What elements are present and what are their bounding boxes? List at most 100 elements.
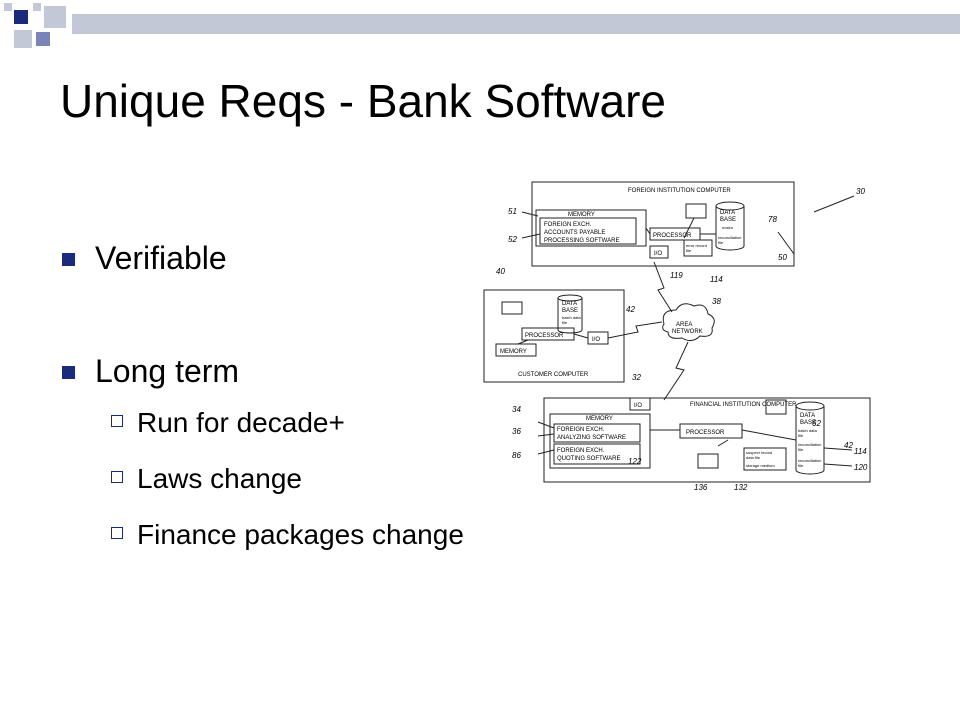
terminal-icon	[685, 203, 707, 219]
foreign-software-line: ACCOUNTS PAYABLE	[544, 230, 605, 236]
ref-number: 42	[844, 441, 853, 450]
ref-number: 122	[628, 457, 642, 466]
ref-number: 32	[632, 373, 641, 382]
header-bar	[72, 14, 960, 34]
financial-db-small: file	[798, 447, 804, 452]
financial-title-label: FINANCIAL INSTITUTION COMPUTER	[690, 402, 797, 408]
bullet-text: Verifiable	[95, 240, 227, 276]
sub-bullet-item: Run for decade+	[60, 395, 464, 451]
foreign-io-label: I/O	[654, 251, 662, 257]
financial-suspect-box	[743, 447, 787, 471]
ref-number: 114	[854, 447, 867, 456]
patent-diagram: FOREIGN INSTITUTION COMPUTER MEMORY FORE…	[483, 181, 871, 492]
deco-square	[33, 3, 41, 11]
customer-memory-box	[495, 343, 537, 357]
header-decoration	[0, 0, 960, 60]
financial-processor-label: PROCESSOR	[686, 430, 725, 436]
deco-square	[4, 3, 12, 11]
bullet-text: Long term	[95, 353, 240, 389]
financial-suspect-file: suspect record	[746, 450, 772, 455]
bullet-item: Long term	[60, 351, 464, 391]
financial-quoting-line: FOREIGN EXCH.	[557, 448, 605, 454]
customer-db-small: batch data	[562, 315, 581, 320]
foreign-computer-box	[531, 181, 795, 267]
ref-number: 52	[508, 235, 517, 244]
foreign-db-small: reconciliation	[718, 235, 741, 240]
bullet-item: Verifiable	[60, 238, 464, 278]
customer-computer-box	[483, 289, 625, 383]
network-label: AREA	[676, 322, 692, 328]
ref-number: 51	[508, 207, 517, 216]
bullet-square-icon	[62, 366, 75, 379]
foreign-db-label: DATA	[720, 210, 735, 216]
financial-analyzing-box	[553, 423, 641, 443]
ref-number: 50	[778, 253, 787, 262]
financial-suspect-file: data file	[746, 455, 761, 460]
financial-analyzing-line: FOREIGN EXCH.	[557, 427, 605, 433]
foreign-io-box	[649, 245, 669, 259]
financial-storage-label: storage medium	[746, 463, 775, 468]
deco-square	[36, 32, 50, 46]
financial-processor-box	[679, 423, 743, 439]
foreign-database-cylinder	[715, 206, 745, 251]
financial-io-box	[629, 397, 651, 411]
financial-db-label: DATA	[800, 413, 815, 419]
ref-number: 40	[496, 267, 505, 276]
foreign-title-label: FOREIGN INSTITUTION COMPUTER	[628, 188, 731, 194]
ref-number: 132	[734, 483, 748, 492]
deco-square	[44, 6, 66, 28]
financial-quoting-box	[553, 443, 641, 465]
bullet-list: Verifiable Long term Run for decade+ Law…	[60, 238, 464, 563]
customer-db-label: BASE	[562, 308, 578, 314]
ref-number: 120	[854, 463, 868, 472]
network-link	[663, 341, 689, 401]
foreign-software-line: FOREIGN EXCH.	[544, 222, 592, 228]
financial-computer-box	[543, 397, 871, 483]
sub-bullet-item: Finance packages change	[60, 507, 464, 563]
financial-db-small: file	[798, 433, 804, 438]
network-link	[607, 321, 663, 339]
terminal-icon	[765, 399, 787, 415]
financial-io-label: I/O	[634, 403, 642, 409]
foreign-processor-label: PROCESSOR	[653, 233, 692, 239]
sub-bullet-item: Laws change	[60, 451, 464, 507]
foreign-error-file: error record	[686, 243, 707, 248]
financial-database-cylinder	[795, 406, 825, 475]
foreign-db-label: BASE	[720, 217, 736, 223]
foreign-software-box	[539, 217, 637, 245]
network-cloud	[662, 303, 715, 342]
hollow-square-bullet-icon	[111, 415, 123, 427]
customer-db-small: file	[562, 320, 568, 325]
hollow-square-bullet-icon	[111, 527, 123, 539]
ref-arrow	[813, 195, 855, 213]
deco-square	[14, 30, 32, 48]
ref-number: 136	[694, 483, 708, 492]
ref-number: 30	[856, 187, 865, 196]
financial-db-small: batch data	[798, 428, 817, 433]
terminal-icon	[501, 301, 523, 315]
network-link	[653, 261, 673, 313]
deco-square	[14, 10, 28, 24]
financial-db-small: reconciliation	[798, 458, 821, 463]
ref-number: 34	[512, 405, 521, 414]
ref-number: 42	[626, 305, 635, 314]
ref-number: 62	[812, 419, 821, 428]
ref-number: 38	[712, 297, 721, 306]
foreign-error-file: file	[686, 248, 692, 253]
customer-processor-label: PROCESSOR	[525, 333, 564, 339]
ref-number: 78	[768, 215, 777, 224]
sub-bullet-text: Run for decade+	[137, 407, 345, 438]
customer-db-label: DATA	[562, 301, 577, 307]
customer-memory-label: MEMORY	[500, 349, 527, 355]
ref-number: 119	[670, 271, 683, 280]
customer-database-cylinder	[557, 298, 583, 334]
ref-number: 36	[512, 427, 521, 436]
financial-memory-label: MEMORY	[586, 416, 613, 422]
terminal-icon	[697, 453, 719, 469]
customer-title-label: CUSTOMER COMPUTER	[518, 372, 589, 378]
hollow-square-bullet-icon	[111, 471, 123, 483]
slide-title: Unique Reqs - Bank Software	[60, 75, 666, 127]
financial-analyzing-line: ANALYZING SOFTWARE	[557, 435, 626, 441]
foreign-db-small: file	[718, 240, 724, 245]
financial-db-small: reconciliation	[798, 442, 821, 447]
